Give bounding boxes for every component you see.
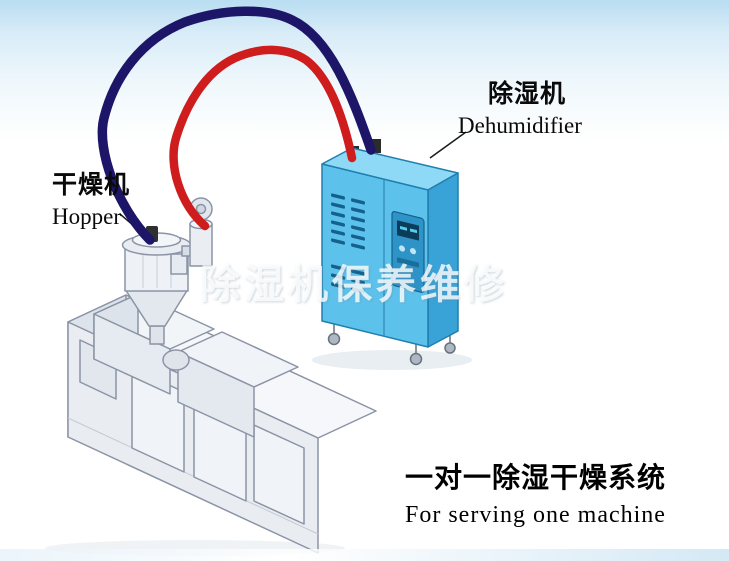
panel-switch	[397, 257, 419, 268]
panel-button-2	[410, 248, 416, 255]
dehumidifier-cabinet-icon	[321, 139, 459, 366]
cabinet-casters	[327, 324, 456, 366]
feed-tube	[149, 325, 165, 345]
hopper-control-box	[170, 253, 188, 275]
control-panel	[391, 211, 425, 293]
hopper-label: 干燥机 Hopper	[52, 165, 130, 230]
cabinet-front-face	[321, 163, 429, 348]
cabinet-front-details	[331, 193, 425, 294]
vent-grille-icon	[331, 193, 365, 294]
return-air-hose-red	[169, 45, 357, 231]
dehumidifier-label-cn: 除湿机	[488, 80, 567, 108]
extruder-base-seam	[67, 417, 319, 535]
barrel-block-front	[177, 351, 255, 438]
dehumidifier-leader-line	[429, 131, 467, 159]
cabinet-shadow	[312, 350, 472, 370]
loader-motor-hub	[195, 203, 207, 215]
extruder-door-3	[253, 424, 305, 525]
loader-body	[189, 223, 213, 267]
extruder-machine-icon	[67, 293, 377, 554]
dehumidifier-label: 除湿机 Dehumidifier	[458, 74, 582, 139]
hopper-mount-front	[93, 313, 171, 395]
hopper-label-cn: 干燥机	[52, 171, 131, 199]
dehumidifier-label-en: Dehumidifier	[458, 113, 582, 138]
hopper-dryer-icon	[121, 197, 213, 371]
panel-button-1	[399, 245, 405, 252]
caption-subtitle-en: For serving one machine	[405, 502, 666, 528]
hopper-label-en: Hopper	[52, 204, 121, 229]
cabinet-side-face	[427, 172, 459, 348]
bottom-gradient-strip	[0, 549, 729, 561]
feed-elbow	[162, 349, 190, 371]
diagram-caption: 一对一除湿干燥系统 For serving one machine	[405, 456, 666, 529]
panel-display	[397, 220, 419, 241]
caption-title-cn: 一对一除湿干燥系统	[405, 462, 667, 493]
dry-air-hose-navy	[97, 6, 376, 245]
